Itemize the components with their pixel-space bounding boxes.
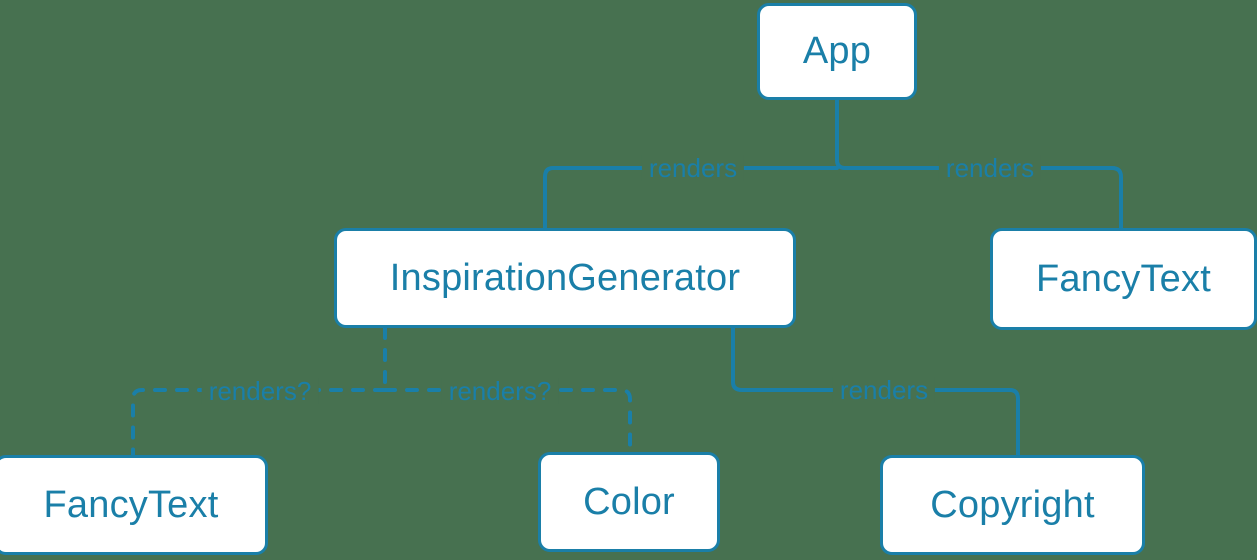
node-fancytext-bottom[interactable]: FancyText xyxy=(0,455,268,555)
edge-label-inspirationgenerator-copyright: renders xyxy=(832,377,936,403)
node-fancytext-top[interactable]: FancyText xyxy=(990,228,1257,330)
edge-inspirationgenerator-fancytext-dashed xyxy=(131,388,387,457)
edge-label-app-fancytext: renders xyxy=(938,155,1042,181)
edge-app-inspirationgenerator xyxy=(543,166,839,230)
node-app[interactable]: App xyxy=(757,3,917,100)
edge-label-inspirationgenerator-color: renders? xyxy=(441,378,559,404)
node-inspirationgenerator[interactable]: InspirationGenerator xyxy=(334,228,796,328)
edge-label-app-inspirationgenerator: renders xyxy=(641,155,745,181)
edge-inspirationgenerator-color-dashed xyxy=(383,388,632,454)
node-color[interactable]: Color xyxy=(538,452,720,552)
node-copyright[interactable]: Copyright xyxy=(880,455,1145,555)
edge-label-inspirationgenerator-fancytext: renders? xyxy=(201,378,319,404)
